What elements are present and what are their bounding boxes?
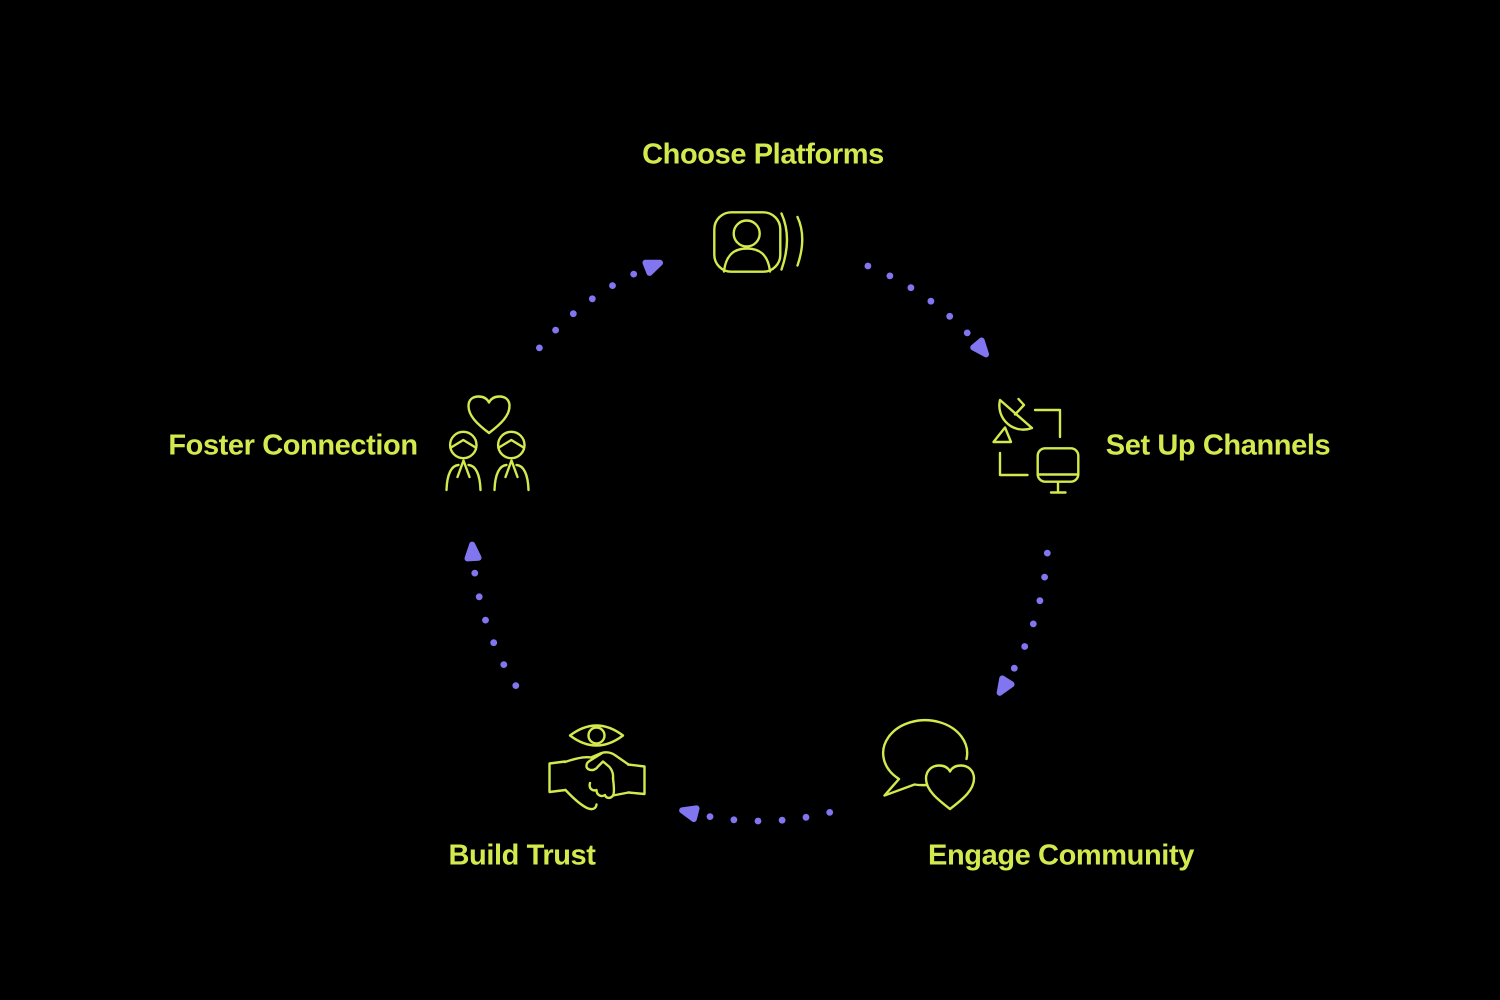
broadcast-wave-1 (780, 212, 789, 271)
people-heart-icon (445, 395, 530, 492)
speech-bubble (881, 719, 969, 797)
step-label-build-trust: Build Trust (448, 839, 596, 872)
arc-dot (490, 639, 498, 647)
person-left-shoulder-l (445, 463, 460, 492)
satellite-dish-monitor-icon (992, 397, 1080, 494)
arc-dot (802, 813, 810, 821)
arc-dot (946, 312, 954, 320)
eye-pupil (587, 726, 606, 745)
arc-dot (730, 816, 738, 824)
arc-dot (512, 682, 520, 689)
person-left-collar (456, 459, 471, 479)
arc-arrowhead-icon (970, 337, 990, 358)
profile-card (713, 211, 782, 273)
handshake-right-edge (611, 791, 630, 797)
arc-arrowhead-icon (642, 259, 664, 276)
arc-dot (630, 270, 638, 278)
arc-dot (706, 813, 714, 820)
broadcast-wave-2 (796, 215, 804, 267)
handshake-top-contour (563, 751, 630, 766)
person-right-hair (497, 438, 525, 449)
arc-dot (1029, 620, 1037, 628)
handshake-eye-icon (548, 724, 646, 811)
handshake-bottom-contour (564, 788, 598, 811)
arc-dot (1036, 597, 1044, 605)
arc-dot (609, 282, 616, 289)
arc-dot (471, 569, 479, 577)
profile-head (732, 219, 761, 248)
handshake-right-cuff (626, 763, 646, 796)
profile-card-broadcast-icon (713, 211, 804, 273)
step-label-choose-platforms: Choose Platforms (642, 138, 884, 171)
arc-dot (1041, 573, 1048, 581)
speech-bubble-heart-icon (881, 719, 976, 811)
satellite-dish (998, 398, 1034, 431)
step-label-set-up-channels: Set Up Channels (1105, 429, 1331, 462)
arc-dot (552, 326, 559, 334)
arc-dot (1043, 549, 1051, 557)
arc-dot (864, 262, 872, 270)
arc-dot (475, 593, 483, 601)
step-label-foster-connection: Foster Connection (168, 429, 418, 462)
monitor-screen (1036, 447, 1080, 483)
arc-dot (963, 329, 971, 337)
heart (467, 395, 511, 435)
profile-shoulders (722, 247, 772, 273)
arc-dot (569, 310, 577, 318)
arc-dot (886, 272, 894, 280)
sync-bracket-top (1033, 408, 1062, 439)
satellite-stand (992, 426, 1013, 444)
sync-bracket-bottom (998, 451, 1029, 477)
arc-dot (500, 661, 508, 668)
arc-arrowhead-icon (679, 805, 700, 823)
handshake-fingers (588, 777, 616, 800)
monitor-stand (1049, 480, 1067, 494)
handshake-clasp (585, 752, 615, 780)
person-right-shoulder-r (515, 463, 530, 492)
person-right-head (496, 430, 526, 460)
person-right-shoulder-l (493, 463, 508, 492)
arc-dot (1010, 664, 1018, 672)
arc-arrowhead-icon (464, 541, 482, 562)
arc-dot (826, 809, 834, 816)
person-right-collar (504, 459, 519, 479)
person-left-hair (449, 438, 477, 449)
arc-dot (588, 295, 596, 303)
person-left-head (448, 430, 478, 460)
eye-outline (568, 724, 625, 747)
person-left-shoulder-r (467, 463, 482, 492)
heart (924, 764, 976, 811)
arc-dot (927, 297, 935, 305)
arc-dot (482, 616, 489, 624)
arc-dot (907, 284, 915, 292)
arc-arrowhead-icon (996, 675, 1015, 696)
arc-dot (1021, 643, 1029, 650)
arc-dot (778, 816, 786, 824)
handshake-left-cuff (548, 760, 567, 794)
satellite-feed-arm (1013, 397, 1026, 416)
arc-dot (754, 817, 762, 825)
step-label-engage-community: Engage Community (928, 839, 1194, 872)
arc-dot (536, 344, 543, 352)
